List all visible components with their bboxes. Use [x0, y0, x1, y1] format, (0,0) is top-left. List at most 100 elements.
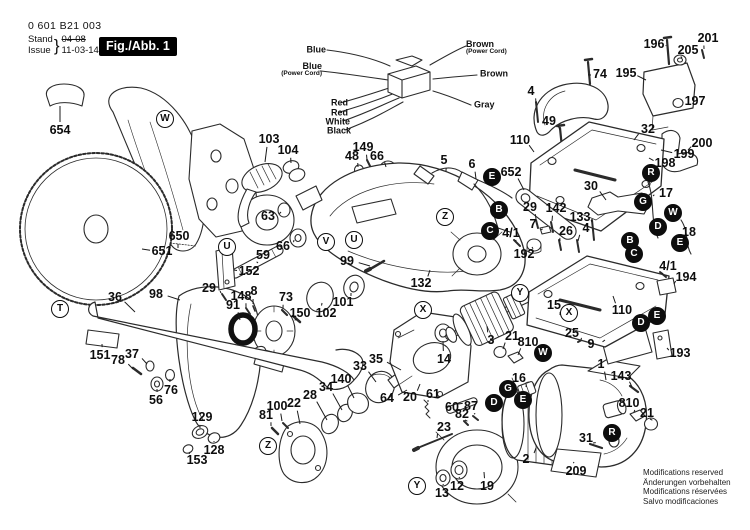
bearing-13	[435, 469, 451, 487]
part-callout-101: 101	[332, 294, 354, 309]
part-callout-205: 205	[677, 42, 699, 57]
issue-date: 11-03-14	[61, 44, 99, 56]
part-callout-36: 36	[108, 289, 122, 304]
assembly-marker-u: U	[218, 238, 236, 256]
assembly-marker-x: X	[560, 304, 578, 322]
ring-128	[207, 432, 221, 444]
bearing-12	[450, 460, 468, 480]
part-callout-110: 110	[611, 302, 633, 317]
wiring-harness	[320, 45, 478, 131]
pad-194	[656, 277, 677, 296]
part-callout-37: 37	[125, 346, 139, 361]
screw-148	[245, 307, 251, 315]
part-callout-28: 28	[303, 387, 317, 402]
ring-140	[347, 392, 369, 414]
screw-41b	[659, 271, 667, 278]
part-callout-17: 17	[659, 185, 673, 200]
plate-209	[550, 448, 602, 478]
screw-4	[535, 101, 539, 123]
part-callout-193: 193	[669, 345, 691, 360]
part-callout-152: 152	[238, 263, 260, 278]
pin-143	[628, 384, 640, 394]
part-callout-56: 56	[149, 392, 163, 407]
part-callout-73: 73	[279, 289, 293, 304]
issue-label: Issue	[28, 44, 51, 56]
wire-marker-g: G	[499, 380, 517, 398]
handle-arm	[85, 301, 364, 390]
wire-marker-r: R	[603, 424, 621, 442]
screw-87	[472, 415, 479, 421]
part-callout-102: 102	[315, 305, 337, 320]
screw-81	[270, 426, 280, 436]
assembly-marker-x: X	[414, 301, 432, 319]
wire-marker-w: W	[664, 204, 682, 222]
part-callout-651: 651	[151, 243, 173, 258]
part-callout-196: 196	[643, 36, 665, 51]
part-callout-3: 3	[487, 332, 495, 347]
part-callout-194: 194	[675, 269, 697, 284]
part-callout-104: 104	[277, 142, 299, 157]
part-callout-1: 1	[597, 356, 605, 371]
screw-142	[550, 221, 554, 233]
part-callout-650: 650	[168, 228, 190, 243]
washer-101	[343, 274, 365, 300]
screw-149	[366, 159, 371, 167]
part-callout-31: 31	[579, 430, 593, 445]
pin-60	[446, 397, 478, 414]
assembly-marker-z: Z	[259, 437, 277, 455]
part-callout-74: 74	[593, 66, 607, 81]
part-callout-66: 66	[276, 238, 290, 253]
screw-133	[591, 219, 595, 241]
part-callout-4-1: 4/1	[502, 225, 520, 240]
part-callout-110: 110	[509, 132, 531, 147]
part-callout-129: 129	[191, 409, 213, 424]
part-callout-148: 148	[230, 288, 252, 303]
screw-23	[419, 433, 453, 448]
assembly-marker-z: Z	[436, 208, 454, 226]
ring-129	[191, 425, 209, 439]
screw-100	[282, 422, 289, 429]
wire-marker-e: E	[671, 234, 689, 252]
modifications-note-line: Modifications réservées	[643, 487, 728, 497]
top-handle	[533, 82, 609, 136]
part-callout-21: 21	[505, 328, 519, 343]
part-callout-60: 60	[445, 399, 459, 414]
screw-196	[665, 38, 671, 66]
part-callout-149: 149	[352, 139, 374, 154]
part-callout-48: 48	[345, 148, 359, 163]
grommet-205	[673, 54, 687, 66]
end-bell	[435, 429, 519, 505]
part-callout-9: 9	[587, 336, 595, 351]
part-callout-7: 7	[529, 216, 537, 231]
bearing-plate	[278, 421, 328, 484]
title-block: 0 601 B21 003 Stand Issue } 04-08 11-03-…	[28, 20, 102, 56]
brace-glyph: }	[53, 35, 60, 55]
wire-label-blue: Blue	[306, 44, 326, 55]
part-callout-654: 654	[49, 122, 71, 137]
part-callout-153: 153	[186, 452, 208, 467]
bolt-7	[539, 225, 552, 235]
part-callout-201: 201	[697, 30, 719, 45]
wire-marker-e: E	[648, 307, 666, 325]
part-callout-30: 30	[584, 178, 598, 193]
part-callout-143: 143	[610, 368, 632, 383]
part-callout-13: 13	[435, 485, 449, 500]
part-callout-133: 133	[569, 209, 591, 224]
part-callout-150: 150	[289, 305, 311, 320]
stand-label: Stand	[28, 34, 53, 45]
wire-label-brown: Brown(Power Cord)	[466, 38, 507, 56]
part-callout-199: 199	[673, 146, 695, 161]
screw-74	[586, 60, 592, 86]
part-callout-87: 87	[464, 398, 478, 413]
wire-marker-r: R	[642, 164, 660, 182]
part-callout-18: 18	[682, 224, 696, 239]
part-callout-16: 16	[512, 370, 526, 385]
screw-29b	[535, 219, 539, 229]
part-callout-6: 6	[468, 156, 476, 171]
brush-cap-right	[602, 399, 627, 419]
screw-201	[701, 49, 705, 59]
